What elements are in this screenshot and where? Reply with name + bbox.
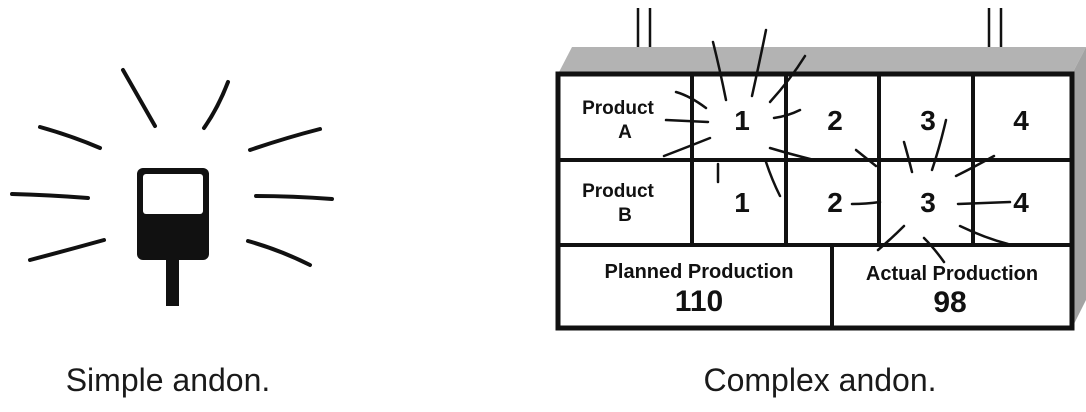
actual-production-value: 98	[933, 286, 966, 319]
board-top-shade	[558, 47, 1086, 74]
planned-production-label: Planned Production	[605, 261, 794, 283]
station-cell: 4	[1013, 187, 1029, 218]
product-label: Product	[582, 181, 654, 202]
station-cell: 2	[827, 187, 843, 218]
actual-production-label: Actual Production	[866, 263, 1038, 285]
product-label: Product	[582, 98, 654, 119]
station-cell: 4	[1013, 105, 1029, 136]
station-cell: 1	[734, 105, 750, 136]
product-letter: B	[618, 205, 632, 226]
product-letter: A	[618, 122, 632, 143]
simple-andon-caption: Simple andon.	[18, 362, 318, 398]
simple-andon	[12, 70, 332, 306]
station-cell: 2	[827, 105, 843, 136]
station-cell: 3	[920, 105, 936, 136]
station-cell: 3	[920, 187, 936, 218]
planned-production-value: 110	[675, 285, 723, 318]
signal-lamp-icon	[137, 168, 209, 306]
complex-andon-caption: Complex andon.	[640, 362, 1000, 398]
station-cell: 1	[734, 187, 750, 218]
complex-andon: Product A Product B 1 2 3 4 1 2 3 4	[558, 8, 1086, 328]
